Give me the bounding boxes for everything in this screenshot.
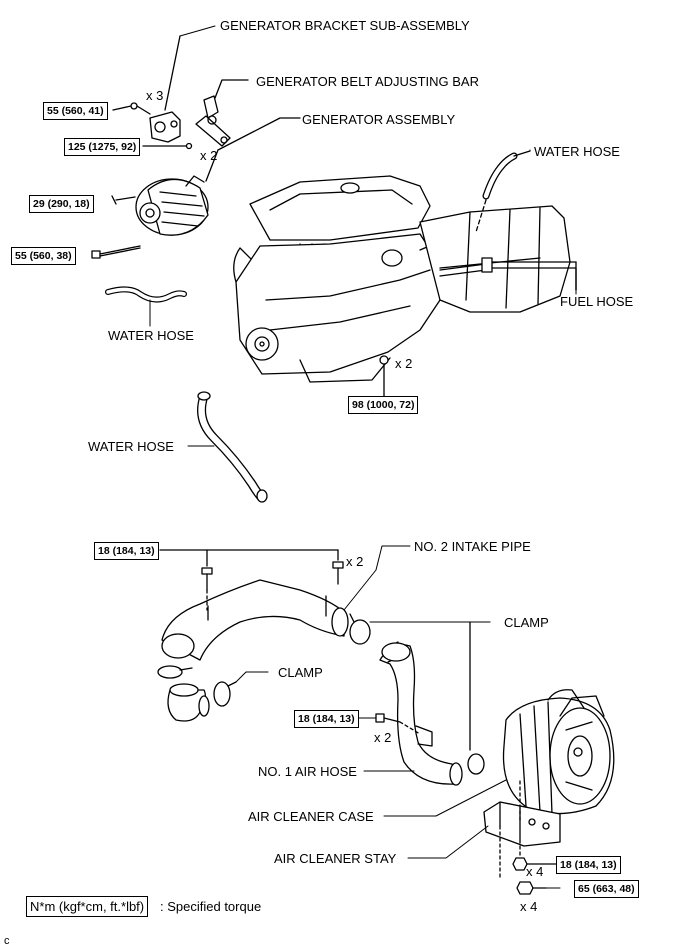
torque-intake-pipe-bolt: 18 (184, 13) (94, 542, 159, 560)
water-hose-right-part (475, 150, 531, 233)
stay-nut (512, 857, 557, 871)
fuel-hose-part (439, 257, 577, 291)
generator-through-bolt-55 (91, 245, 141, 259)
qty-adjusting-bar-bolts: x 2 (200, 148, 218, 163)
intake-pipe-bolts (159, 549, 344, 611)
qty-stay-mount-nuts: x 4 (520, 899, 538, 914)
qty-bracket-bolts: x 3 (146, 88, 164, 103)
corner-mark: c (4, 935, 10, 947)
clamp-left-part (157, 665, 237, 707)
label-air-cleaner-case: AIR CLEANER CASE (248, 809, 374, 824)
label-water-hose-top-right: WATER HOSE (534, 144, 620, 159)
generator-bolt-29 (111, 195, 136, 205)
torque-generator-bolt-55: 55 (560, 38) (11, 247, 76, 265)
elbow-hose-part (167, 683, 210, 722)
adjusting-bar-bolt (142, 142, 193, 150)
no1-air-hose-part (379, 641, 463, 786)
belt-adjusting-bar-part (195, 79, 249, 147)
air-hose-bolt (375, 713, 421, 735)
label-generator-assembly: GENERATOR ASSEMBLY (302, 112, 456, 127)
label-clamp-right: CLAMP (504, 615, 549, 630)
torque-stay-mount-nut: 65 (663, 48) (574, 880, 639, 898)
air-cleaner-case-part (502, 689, 615, 815)
torque-stay-nut: 18 (184, 13) (556, 856, 621, 874)
label-water-hose-left-2: WATER HOSE (88, 439, 174, 454)
clamp-right-part (349, 613, 485, 775)
torque-generator-bolt-29: 29 (290, 18) (29, 195, 94, 213)
generator-bracket-part (149, 35, 181, 143)
qty-intake-pipe-bolts: x 2 (346, 554, 364, 569)
engine-assembly-part (233, 175, 571, 397)
label-no1-air-hose: NO. 1 AIR HOSE (258, 764, 357, 779)
label-fuel-hose: FUEL HOSE (560, 294, 634, 309)
no2-intake-pipe-part (161, 579, 349, 661)
torque-bracket-bolt: 55 (560, 41) (43, 102, 108, 120)
label-water-hose-left-1: WATER HOSE (108, 328, 194, 343)
legend-description: : Specified torque (160, 899, 262, 914)
legend-unit-box: N*m (kgf*cm, ft.*lbf) (26, 896, 149, 917)
generator-assembly-part (135, 117, 301, 236)
qty-engine-nuts: x 2 (395, 356, 413, 371)
torque-engine-nut-98: 98 (1000, 72) (348, 396, 419, 414)
label-generator-bracket: GENERATOR BRACKET SUB-ASSEMBLY (220, 18, 470, 33)
label-clamp-left: CLAMP (278, 665, 323, 680)
water-hose-upper-left-part (105, 286, 187, 303)
label-belt-adjusting-bar: GENERATOR BELT ADJUSTING BAR (256, 74, 479, 89)
qty-air-hose-bolts: x 2 (374, 730, 392, 745)
label-leader-lines (149, 25, 577, 889)
label-air-cleaner-stay: AIR CLEANER STAY (274, 851, 397, 866)
stay-mount-nut (516, 881, 547, 895)
bracket-bolt (112, 102, 151, 115)
torque-adjusting-bar-bolt: 125 (1275, 92) (64, 138, 141, 156)
torque-air-hose-bolt: 18 (184, 13) (294, 710, 359, 728)
air-cleaner-stay-part (483, 801, 561, 879)
qty-stay-nuts: x 4 (526, 864, 544, 879)
water-hose-lower-left-part (197, 391, 268, 503)
label-no2-intake-pipe: NO. 2 INTAKE PIPE (414, 539, 531, 554)
